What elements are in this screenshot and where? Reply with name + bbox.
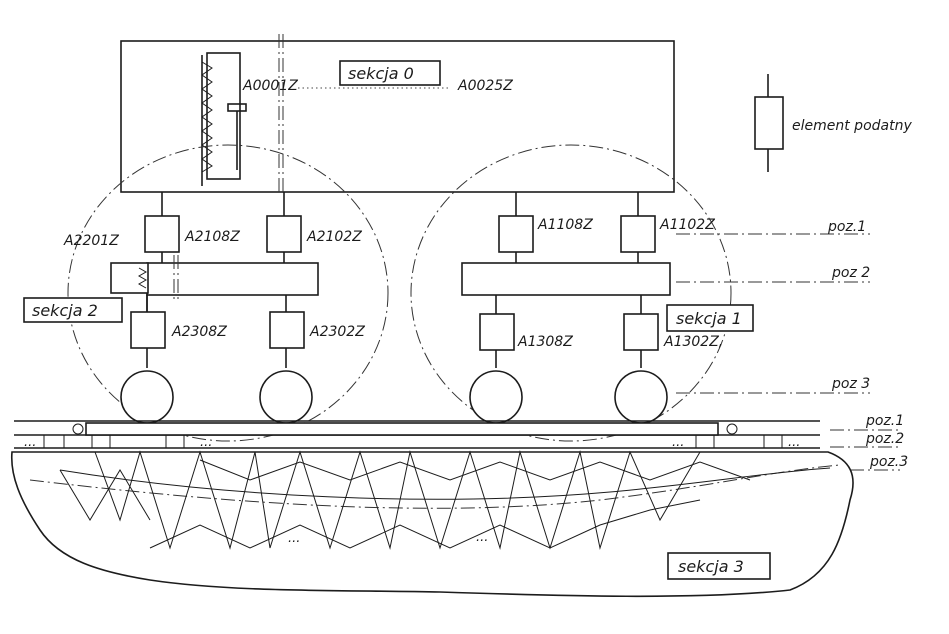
section-1-boundary (410, 144, 732, 442)
bogie-frame-right (461, 262, 671, 296)
element-label-a1108z: A1108Z (537, 217, 593, 233)
marker-label-top-poz3: poz 3 (831, 376, 870, 392)
element-a2102z (266, 215, 302, 253)
section-3-subgrade: ... ... sekcja 3 (10, 450, 854, 598)
legend: element podatny (754, 74, 912, 172)
position-markers-track: poz.1 poz.2 poz.3 (830, 413, 908, 471)
ellipsis-6: ... (476, 530, 488, 545)
ellipsis-3: ... (672, 435, 684, 450)
section-1-label-box (666, 304, 754, 332)
wheel-3 (469, 370, 523, 424)
section-1-label: sekcja 1 (676, 309, 742, 328)
element-a2108z (144, 215, 180, 253)
ellipsis-1: ... (24, 435, 36, 450)
element-label-a0001z: A0001Z (242, 78, 298, 94)
element-label-a0025z: A0025Z (457, 78, 513, 94)
section-1-bogie: A1108Z A1102Z A1308Z A1302Z, sekcja 1 (410, 144, 754, 442)
section-3-label: sekcja 3 (678, 557, 744, 576)
section-2-bogie: A2201Z A2108Z A2102Z A2308Z A2302Z sekcj… (23, 144, 389, 442)
element-label-a1102z: A1102Z (659, 217, 715, 233)
element-a1108z (498, 215, 534, 253)
rail-track: ... ... ... ... (14, 420, 820, 450)
compliant-element-a0001z (201, 52, 247, 186)
position-markers-vehicle: poz.1 poz 2 poz 3 (676, 219, 870, 394)
element-a1102z (620, 215, 656, 253)
legend-label: element podatny (792, 118, 912, 134)
wheel-2 (259, 370, 313, 424)
element-a2302z (269, 311, 305, 349)
element-label-a2108z: A2108Z (184, 229, 240, 245)
section-2-boundary (67, 144, 389, 442)
section-0-body: sekcja 0 A0001Z A0025Z (120, 34, 675, 196)
marker-label-bot-poz3: poz.3 (869, 454, 908, 470)
bogie-frame-left (146, 262, 319, 296)
element-label-a2308z: A2308Z (171, 324, 227, 340)
section-0-label-box (339, 60, 441, 86)
marker-label-bot-poz1: poz.1 (865, 413, 904, 429)
section-2-label: sekcja 2 (32, 301, 98, 320)
element-a1308z (479, 313, 515, 351)
wheel-4 (614, 370, 668, 424)
element-label-a1308z: A1308Z (517, 334, 573, 350)
ellipsis-4: ... (788, 435, 800, 450)
marker-label-bot-poz2: poz.2 (865, 431, 904, 447)
marker-label-top-poz1: poz.1 (827, 219, 866, 235)
section-2-label-box (23, 297, 123, 323)
element-label-a2302z: A2302Z (309, 324, 365, 340)
element-a1302z (623, 313, 659, 351)
marker-label-top-poz2: poz 2 (831, 265, 870, 281)
element-label-a2102z: A2102Z (306, 229, 362, 245)
section-0-label: sekcja 0 (348, 64, 414, 83)
element-label-a2201z: A2201Z (63, 233, 119, 249)
rail (85, 422, 719, 436)
legend-compliant-element-symbol (754, 96, 784, 150)
element-label-a1302z: A1302Z, (663, 334, 723, 350)
ellipsis-2: ... (200, 435, 212, 450)
element-a2308z (130, 311, 166, 349)
ellipsis-5: ... (288, 531, 300, 546)
section-3-label-box (667, 552, 771, 580)
wheel-1 (120, 370, 174, 424)
